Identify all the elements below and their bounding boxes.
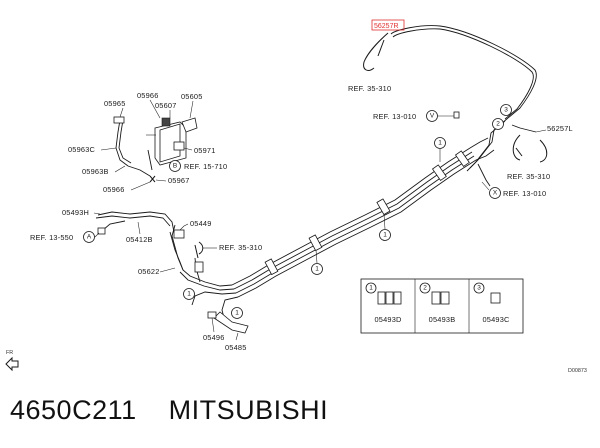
label-05412B: 05412B <box>126 235 153 244</box>
svg-text:B: B <box>173 163 177 170</box>
callout-b: B <box>169 160 181 172</box>
parts-diagram: 56257R REF. 35-310 REF. 13-010 V 3 2 562… <box>5 19 587 374</box>
svg-text:1: 1 <box>235 310 239 317</box>
svg-text:FR: FR <box>6 350 13 356</box>
callout-2-right: 2 <box>492 118 504 130</box>
svg-text:1: 1 <box>187 291 191 298</box>
legend-item-1[interactable]: 1 05493D <box>365 282 402 324</box>
canister-assembly <box>113 116 198 183</box>
callout-3-right: 3 <box>500 104 512 116</box>
label-05607: 05607 <box>155 101 177 110</box>
label-05971: 05971 <box>194 146 216 155</box>
hub-joint <box>194 261 204 273</box>
svg-text:1: 1 <box>383 232 387 239</box>
label-ref-15-710: REF. 15-710 <box>184 162 227 171</box>
label-05449: 05449 <box>190 219 212 228</box>
label-05622: 05622 <box>138 267 160 276</box>
label-05967: 05967 <box>168 176 190 185</box>
label-05963B: 05963B <box>82 167 109 176</box>
bolt-05496 <box>207 311 217 319</box>
brake-line-upper-right <box>363 25 537 120</box>
bracket-05485 <box>213 311 249 334</box>
label-ref-35-310-right: REF. 35-310 <box>507 172 550 181</box>
legend-part-05493D: 05493D <box>374 315 401 324</box>
clip-1d <box>308 234 323 252</box>
brake-line-lower-hub <box>169 224 239 319</box>
label-ref-13-010-x: REF. 13-010 <box>503 189 546 198</box>
callout-1-d: 1 <box>183 288 195 300</box>
label-05496: 05496 <box>203 333 225 342</box>
callout-v: V <box>426 110 438 122</box>
svg-text:A: A <box>87 234 92 241</box>
legend-item-2[interactable]: 2 05493B <box>419 282 456 324</box>
label-ref-13-010-v: REF. 13-010 <box>373 112 416 121</box>
clip-1c <box>376 198 391 216</box>
fitting-05449 <box>173 229 185 239</box>
label-56257L: 56257L <box>547 124 573 133</box>
label-05966-top: 05966 <box>137 91 159 100</box>
fitting-a <box>97 227 106 235</box>
svg-text:3: 3 <box>477 285 481 292</box>
label-05966-bottom: 05966 <box>103 185 125 194</box>
label-ref-13-550: REF. 13-550 <box>30 233 73 242</box>
label-ref-35-310-mid: REF. 35-310 <box>219 243 262 252</box>
svg-text:2: 2 <box>423 285 427 292</box>
svg-text:X: X <box>493 190 498 197</box>
diagram-code: D00873 <box>568 368 587 374</box>
callout-1-b: 1 <box>379 229 391 241</box>
callout-x: X <box>489 187 501 199</box>
part-highlight-56257R[interactable]: 56257R <box>371 19 405 31</box>
svg-text:2: 2 <box>496 121 500 128</box>
label-05493H: 05493H <box>62 208 89 217</box>
svg-text:3: 3 <box>504 107 508 114</box>
svg-text:V: V <box>430 113 435 120</box>
callout-1-c: 1 <box>311 263 323 275</box>
callout-1-e: 1 <box>231 307 243 319</box>
label-05963C: 05963C <box>68 145 96 154</box>
clip-1b <box>431 164 447 182</box>
brake-line-left <box>95 211 175 233</box>
clip-legend: 1 05493D 2 05493B 3 05493C <box>360 278 524 334</box>
part-number: 4650C211 <box>10 395 137 425</box>
svg-text:1: 1 <box>369 285 373 292</box>
fitting-v <box>453 111 460 119</box>
brand-name: MITSUBISHI <box>168 395 329 425</box>
legend-item-3[interactable]: 3 05493C <box>473 282 510 324</box>
svg-text:1: 1 <box>438 140 442 147</box>
label-05485: 05485 <box>225 343 247 352</box>
brake-line-right-branch <box>466 117 548 172</box>
callout-1-a: 1 <box>434 137 446 149</box>
caption: 4650C211 MITSUBISHI <box>10 395 328 426</box>
label-ref-35-310-top: REF. 35-310 <box>348 84 391 93</box>
legend-part-05493B: 05493B <box>429 315 456 324</box>
svg-text:1: 1 <box>315 266 319 273</box>
clip-1a <box>454 150 470 168</box>
callout-a: A <box>83 231 95 243</box>
front-arrow-icon: FR <box>5 350 19 372</box>
label-05965: 05965 <box>104 99 126 108</box>
legend-part-05493C: 05493C <box>482 315 510 324</box>
clip-1e <box>264 258 279 276</box>
label-05605: 05605 <box>181 92 203 101</box>
highlighted-part-label: 56257R <box>374 23 399 30</box>
